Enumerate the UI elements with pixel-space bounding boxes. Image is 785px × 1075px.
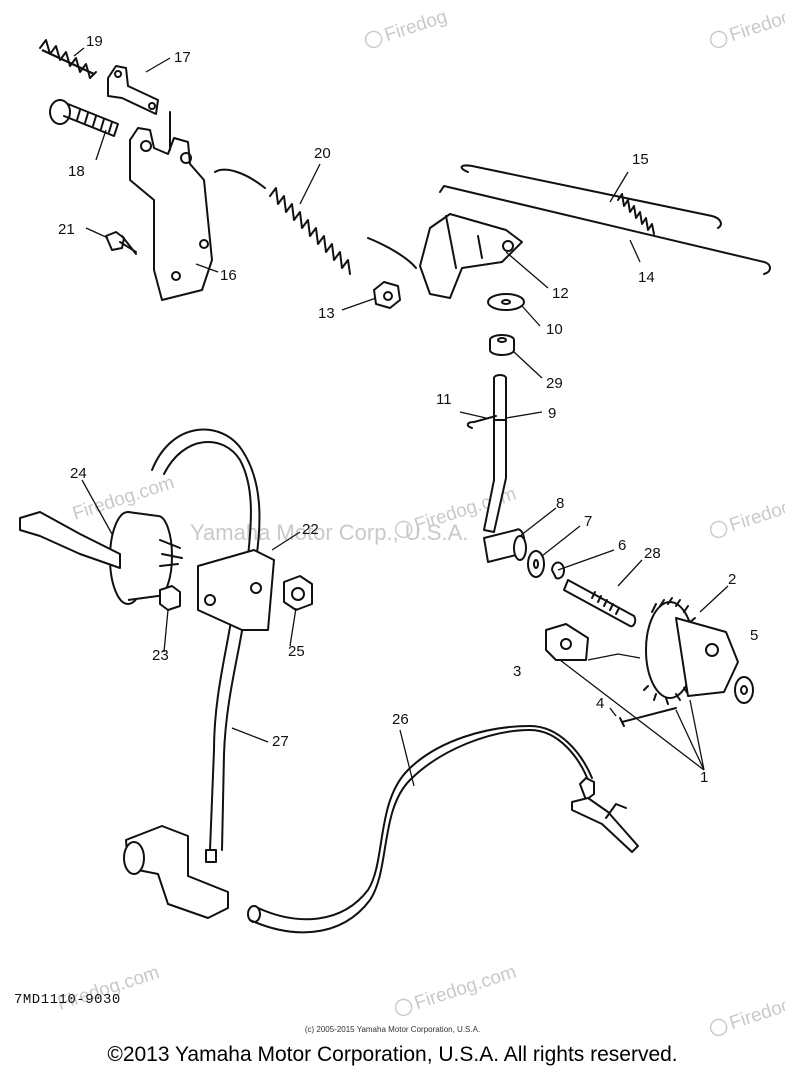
part-19-spring (39, 39, 97, 79)
part-21-bolt (105, 231, 137, 255)
callout-4: 4 (596, 695, 604, 712)
part-24-diaphragm (19, 511, 183, 605)
part-14-rod (439, 185, 771, 275)
callout-18: 18 (68, 163, 85, 180)
callout-11: 11 (436, 391, 452, 408)
part-11-pin (466, 415, 497, 429)
diagram-code: 7MD1110-9030 (14, 992, 121, 1008)
part-27-valve (123, 825, 229, 919)
callout-7: 7 (584, 513, 592, 530)
part-13-nut (373, 281, 401, 309)
callout-12: 12 (552, 285, 569, 302)
part-26-fitting (571, 777, 639, 853)
callout-5: 5 (750, 627, 758, 644)
part-28-shaft (563, 579, 637, 628)
part-7-washer (527, 550, 545, 578)
callout-23: 23 (152, 647, 169, 664)
part-15-rod (460, 164, 722, 235)
watermark-top-right: Firedog (364, 6, 450, 49)
callout-20: 20 (314, 145, 331, 162)
callout-19: 19 (86, 33, 103, 50)
part-6-clip (551, 561, 565, 580)
copyright-small: (c) 2005-2015 Yamaha Motor Corporation, … (304, 1025, 481, 1034)
part-2-gear (643, 597, 739, 705)
part-25-nut (283, 575, 313, 611)
callout-28: 28 (644, 545, 661, 562)
part-9-shaft (483, 374, 507, 533)
watermark-brand: Firedog (727, 496, 785, 536)
part-16-bracket (129, 111, 213, 301)
callout-3: 3 (513, 663, 521, 680)
callout-27: 27 (272, 733, 289, 750)
part-23-fitting (159, 585, 181, 611)
part-18-bolt (49, 99, 119, 137)
watermark-brand: Firedog (727, 6, 785, 46)
callout-10: 10 (546, 321, 563, 338)
callout-6: 6 (618, 537, 626, 554)
part-8-collar (483, 528, 527, 563)
part-3-weight (545, 623, 641, 661)
part-17-plate (107, 65, 159, 115)
callout-17: 17 (174, 49, 191, 66)
callout-26: 26 (392, 711, 409, 728)
callout-9: 9 (548, 405, 556, 422)
watermark-right-edge: Firedog (709, 496, 785, 539)
callout-25: 25 (288, 643, 305, 660)
callout-15: 15 (632, 151, 649, 168)
watermark-bottom-center: Firedog.com (394, 962, 519, 1017)
callout-24: 24 (70, 465, 87, 482)
watermark-far-right: Firedog (709, 6, 785, 49)
part-4-pin (619, 707, 677, 727)
watermark-brand-com: Firedog.com (412, 962, 519, 1015)
watermark-brand: Firedog (382, 6, 450, 46)
part-12-bracket (419, 213, 523, 299)
callout-8: 8 (556, 495, 564, 512)
part-10-washer (487, 293, 525, 311)
callout-14: 14 (638, 269, 655, 286)
callout-1: 1 (700, 769, 708, 786)
part-26-hose (247, 725, 593, 934)
part-20-spring (214, 168, 417, 275)
callout-16: 16 (220, 267, 237, 284)
callout-22: 22 (302, 521, 319, 538)
callouts: 1 2 3 4 5 6 7 8 9 10 11 12 13 14 15 16 1… (58, 33, 758, 786)
leader-lines (73, 47, 729, 787)
callout-13: 13 (318, 305, 335, 322)
copyright-notice: ©2013 Yamaha Motor Corporation, U.S.A. A… (107, 1043, 678, 1066)
watermark-center: Yamaha Motor Corp., U.S.A. (190, 520, 468, 545)
part-22-bracket (197, 549, 275, 631)
callout-2: 2 (728, 571, 736, 588)
part-29-collar (489, 334, 515, 356)
part-5-washer (734, 676, 754, 704)
callout-29: 29 (546, 375, 563, 392)
callout-21: 21 (58, 221, 75, 238)
